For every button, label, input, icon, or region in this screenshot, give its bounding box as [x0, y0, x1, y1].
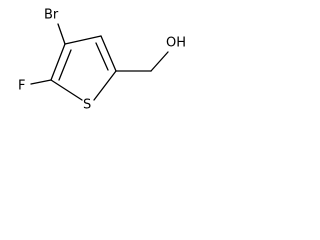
bond-c2-f — [30, 79, 52, 85]
bond-s-c5 — [93, 70, 117, 101]
bond-c4-c3 — [64, 35, 102, 45]
bond-c3-br — [57, 23, 66, 45]
structural-formula: Br F S OH — [18, 8, 186, 113]
atom-label-hydroxyl: OH — [166, 36, 186, 51]
bond-c3-c2-inner — [58, 49, 72, 81]
bond-c5-c4 — [100, 35, 117, 72]
atom-label-sulfur: S — [83, 98, 91, 113]
atom-label-fluorine: F — [18, 79, 25, 94]
bond-ch2-oh — [150, 51, 169, 72]
bond-c5-c4-inner — [95, 42, 109, 71]
bond-c3-c2 — [50, 43, 66, 81]
bond-c2-s — [50, 79, 83, 101]
atom-label-bromine: Br — [44, 8, 59, 23]
